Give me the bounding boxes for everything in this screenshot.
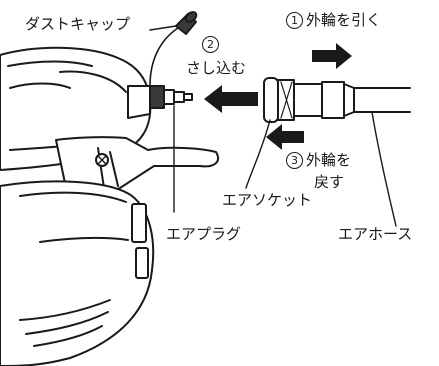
dust-cap-label: ダストキャップ bbox=[25, 15, 131, 33]
step-2-number-icon: 2 bbox=[202, 36, 219, 53]
dust-cap bbox=[149, 11, 198, 87]
insert-arrow bbox=[204, 85, 258, 113]
pull-arrow bbox=[312, 43, 352, 69]
step-2-text: さし込む bbox=[186, 59, 247, 77]
step-2-label: 2 bbox=[202, 36, 222, 53]
spray-gun-body bbox=[0, 46, 219, 366]
step-3-number-icon: 3 bbox=[286, 152, 303, 169]
air-plug-label: エアプラグ bbox=[166, 225, 242, 243]
step-1-number-icon: 1 bbox=[286, 12, 303, 29]
air-plug bbox=[149, 85, 193, 109]
step-1-text: 外輪を引く bbox=[306, 11, 382, 29]
air-socket bbox=[245, 77, 355, 189]
air-hose bbox=[353, 87, 411, 227]
step-3-text-line2: 戻す bbox=[314, 173, 345, 191]
step-3-text-line1: 外輪を bbox=[306, 151, 352, 169]
air-socket-label: エアソケット bbox=[222, 191, 313, 209]
air-hose-label: エアホース bbox=[338, 225, 413, 243]
return-arrow bbox=[266, 124, 304, 150]
